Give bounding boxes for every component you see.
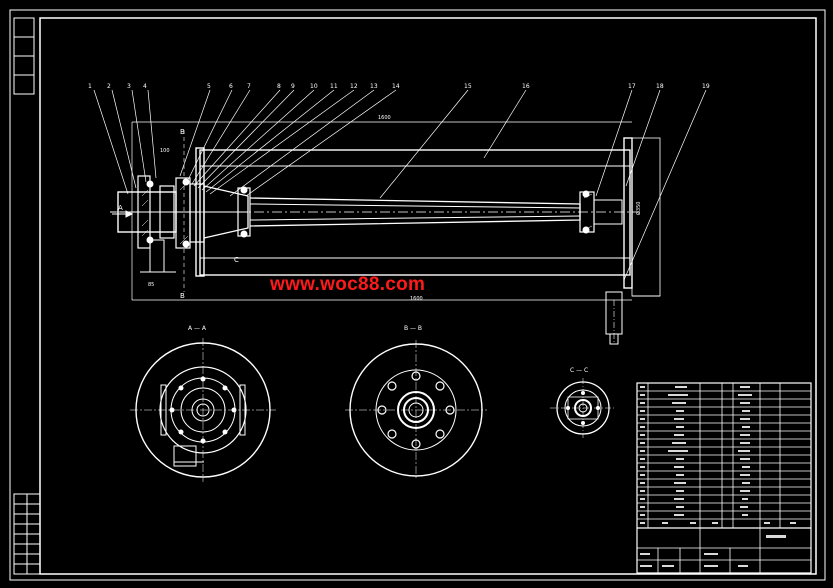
- callout-1: 1: [88, 83, 92, 90]
- section-c-c-label: C — C: [570, 367, 588, 374]
- marker-a: A: [118, 204, 123, 212]
- callout-7: 7: [247, 83, 251, 90]
- watermark-text: www.woc88.com: [270, 274, 426, 295]
- callout-12: 12: [350, 83, 358, 90]
- svg-text:1600: 1600: [410, 296, 423, 302]
- main-section-view: [110, 121, 661, 345]
- callout-10: 10: [310, 83, 318, 90]
- callout-15: 15: [464, 83, 472, 90]
- section-a-a-view: [130, 338, 276, 482]
- inner-frame: [39, 17, 817, 575]
- callout-9: 9: [291, 83, 295, 90]
- callout-14: 14: [392, 83, 400, 90]
- svg-text:85: 85: [148, 282, 154, 288]
- callout-18: 18: [656, 83, 664, 90]
- callout-3: 3: [127, 83, 131, 90]
- callout-16: 16: [522, 83, 530, 90]
- svg-text:100: 100: [160, 148, 170, 154]
- outer-frame: [9, 9, 826, 581]
- callout-13: 13: [370, 83, 378, 90]
- marker-c: C: [234, 256, 239, 264]
- marker-b-bottom: B: [180, 292, 185, 300]
- section-c-c-view: [550, 378, 616, 438]
- svg-text:1600: 1600: [378, 115, 391, 121]
- marker-b-top: B: [180, 128, 185, 136]
- callout-6: 6: [229, 83, 233, 90]
- section-a-a-label: A — A: [188, 325, 207, 332]
- callout-19: 19: [702, 83, 710, 90]
- callout-17: 17: [628, 83, 636, 90]
- callout-5: 5: [207, 83, 211, 90]
- callout-11: 11: [330, 83, 338, 90]
- callout-leaders: [93, 89, 707, 281]
- callout-8: 8: [277, 83, 281, 90]
- section-b-b-view: [345, 340, 487, 480]
- svg-text:Ø350: Ø350: [635, 202, 642, 215]
- callout-numbers: 1 2 3 4 5 6 7 8 9 10 11 12 13 14 15 16 1…: [88, 83, 710, 90]
- parts-list-table: [636, 382, 812, 574]
- section-b-b-label: B — B: [404, 325, 422, 332]
- callout-2: 2: [107, 83, 111, 90]
- callout-4: 4: [143, 83, 147, 90]
